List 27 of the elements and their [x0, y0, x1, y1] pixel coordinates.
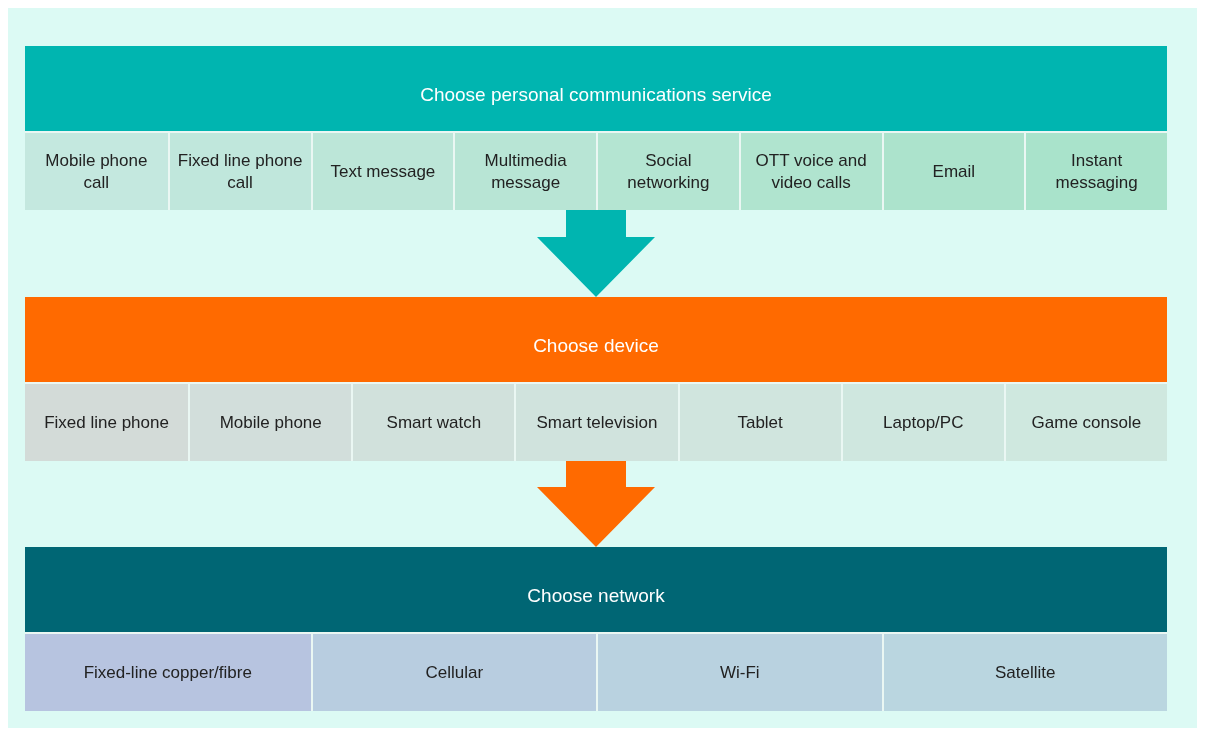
- option-cell: Email: [881, 133, 1025, 210]
- option-cell: Mobile phone call: [25, 133, 168, 210]
- block-arrow: [537, 210, 655, 297]
- stage-title: Choose network: [527, 584, 665, 607]
- option-cell: Multimedia message: [453, 133, 596, 210]
- option-cell: Fixed-line copper/fibre: [25, 634, 311, 711]
- stage-title: Choose device: [533, 334, 659, 357]
- option-cell: OTT voice and video calls: [738, 133, 882, 210]
- stage-panel: [25, 46, 1167, 210]
- option-cell: Satellite: [881, 634, 1167, 711]
- block-arrow: [537, 461, 655, 547]
- option-cell: Mobile phone: [188, 384, 352, 461]
- stage-title: Choose personal communications service: [420, 83, 772, 106]
- stage-panel: [25, 297, 1167, 461]
- option-cell: Fixed line phone: [25, 384, 189, 461]
- option-cell: Tablet: [677, 384, 841, 461]
- option-cell: Fixed line phone call: [167, 133, 311, 210]
- option-cell: Instant messaging: [1024, 133, 1167, 210]
- stage-panel: [25, 547, 1167, 711]
- option-cell: Game console: [1003, 384, 1167, 461]
- option-cell: Cellular: [310, 634, 596, 711]
- option-cell: Laptop/PC: [840, 384, 1004, 461]
- option-cell: Smart watch: [351, 384, 515, 461]
- option-cell: Text message: [310, 133, 454, 210]
- option-cell: Wi-Fi: [596, 634, 882, 711]
- option-cell: Smart television: [514, 384, 678, 461]
- option-cell: Social networking: [596, 133, 739, 210]
